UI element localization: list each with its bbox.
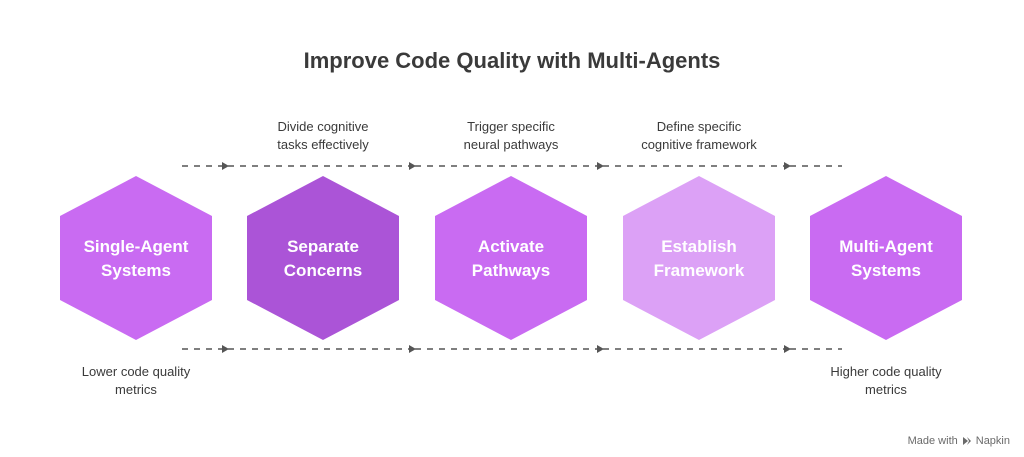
stage-label-line1: Activate — [478, 237, 544, 256]
hexagon-shape — [810, 176, 962, 340]
stage-label-line2: Concerns — [284, 261, 362, 280]
napkin-watermark: Made with Napkin — [908, 435, 1010, 447]
caption-line: tasks effectively — [277, 137, 369, 152]
stage-label-line2: Framework — [654, 261, 745, 280]
caption-divide-tasks: Divide cognitive tasks effectively — [228, 118, 418, 154]
stage-activate-pathways: Activate Pathways — [435, 176, 587, 340]
hexagon-shape — [247, 176, 399, 340]
napkin-logo-icon — [962, 437, 971, 445]
caption-define-framework: Define specific cognitive framework — [604, 118, 794, 154]
watermark-brand: Napkin — [975, 435, 1010, 447]
caption-trigger-pathways: Trigger specific neural pathways — [416, 118, 606, 154]
caption-line: Trigger specific — [467, 119, 555, 134]
stage-separate-concerns: Separate Concerns — [247, 176, 399, 340]
caption-lower-quality: Lower code quality metrics — [41, 363, 231, 399]
caption-line: metrics — [865, 382, 907, 397]
caption-line: cognitive framework — [641, 137, 757, 152]
hexagon-shape — [435, 176, 587, 340]
hexagon-shape — [60, 176, 212, 340]
caption-line: Lower code quality — [81, 364, 191, 379]
stage-multi-agent: Multi-Agent Systems — [810, 176, 962, 340]
watermark-prefix: Made with — [907, 435, 958, 447]
caption-line: neural pathways — [463, 137, 559, 152]
hexagon-shape — [623, 176, 775, 340]
stage-label-line2: Systems — [851, 261, 921, 280]
stage-establish-framework: Establish Framework — [623, 176, 775, 340]
stage-label-line1: Multi-Agent — [839, 237, 933, 256]
stage-label-line2: Systems — [101, 261, 171, 280]
stage-label-line1: Separate — [287, 237, 359, 256]
diagram-title: Improve Code Quality with Multi-Agents — [303, 48, 721, 73]
caption-line: metrics — [115, 382, 157, 397]
caption-line: Divide cognitive — [277, 119, 369, 134]
stage-single-agent: Single-Agent Systems — [60, 176, 212, 340]
caption-line: Define specific — [656, 119, 742, 134]
stage-label-line1: Establish — [661, 237, 737, 256]
caption-line: Higher code quality — [830, 364, 942, 379]
stage-label-line2: Pathways — [472, 261, 550, 280]
stage-label-line1: Single-Agent — [84, 237, 189, 256]
caption-higher-quality: Higher code quality metrics — [791, 363, 981, 399]
